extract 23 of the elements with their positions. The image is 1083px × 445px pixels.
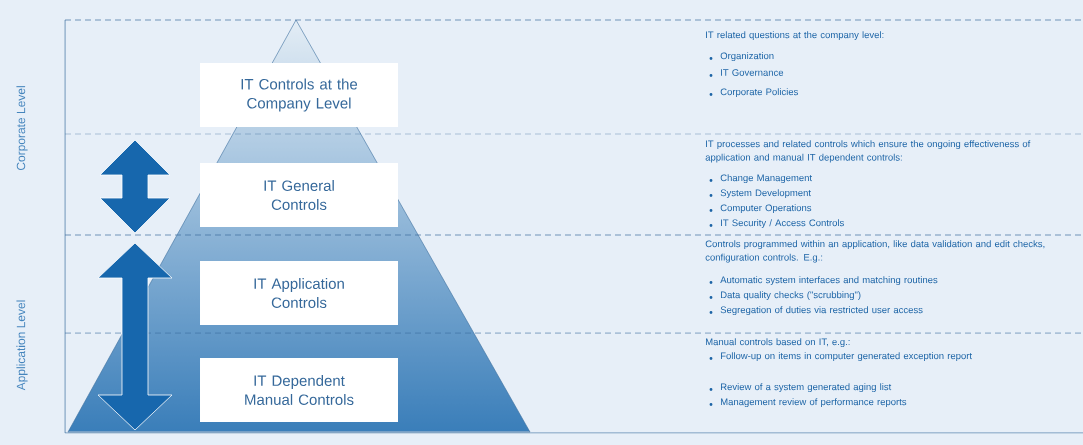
description-text: IT related questions at the company level: [706,31,884,41]
bullet-text: Data quality checks ("scrubbing") [721,291,861,301]
bullet-text: Corporate Policies [720,88,798,98]
level-label: Application Level [16,300,28,391]
bullet-text: Segregation of duties via restricted user access [720,306,923,316]
bullet-text: Management review of performance reports [721,398,907,408]
level-box: IT Application Controls [200,261,398,325]
description-text: Manual controls based on IT, e.g.: [706,338,850,348]
level-label: Corporate Level [16,86,28,171]
bullet-text: Change Management [720,174,812,184]
bullet-text: Computer Operations [720,204,812,214]
bullet-text: System Development [720,189,811,199]
bullet-text: Organization [720,52,774,62]
level-box: IT Dependent Manual Controls [200,358,398,422]
level-box: IT General Controls [200,163,398,227]
bullet-text: IT Security / Access Controls [721,219,844,229]
bullet-text: IT Governance [721,69,784,76]
bullet-text: Review of a system generated aging list [721,383,892,393]
bullet-text: Automatic system interfaces and matching routines [720,276,938,286]
description-text: IT processes and related controls which ensure the ongoing effectiveness of application and manual IT dependent controls: [705,140,1031,163]
bullet-text: Follow-up on items in computer generated exception report [721,352,972,362]
description-text: Controls programmed within an application, like data validation and edit checks, configuration controls. E.g.: [705,240,1045,263]
level-box: IT Controls at the Company Level [200,63,398,127]
